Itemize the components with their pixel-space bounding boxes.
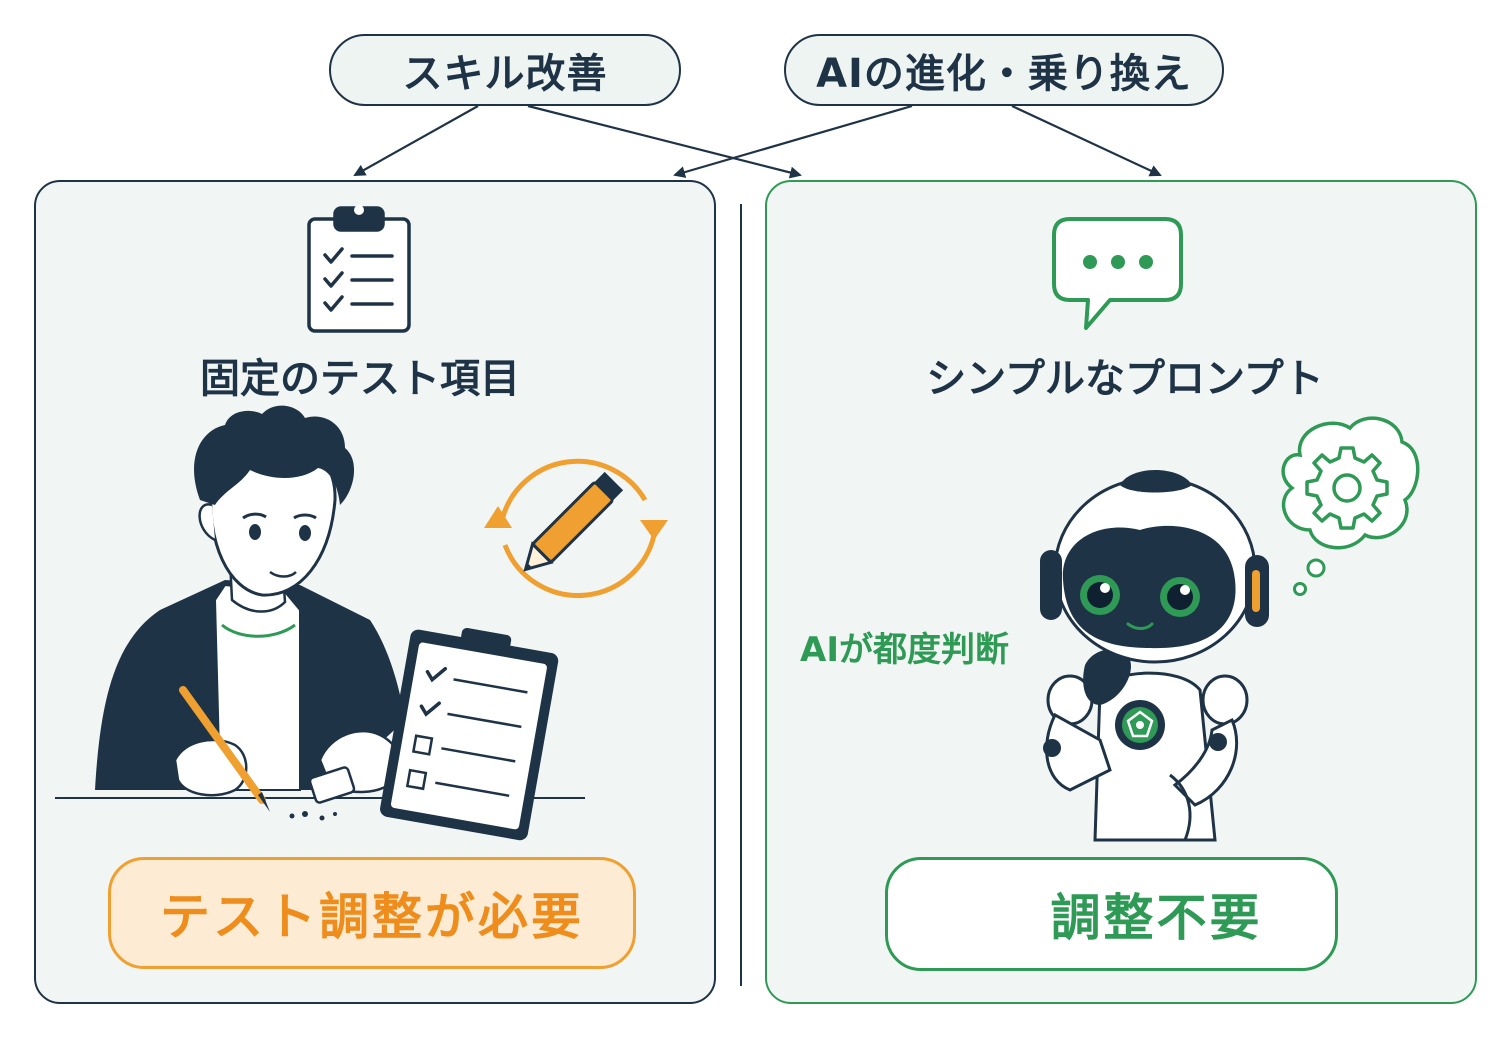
ai-evolution-label: AIの進化・乗り換え xyxy=(784,34,1224,106)
arrow-skill-to-right xyxy=(527,104,802,179)
ai-judges-each-time-label: AIが都度判断 xyxy=(800,630,1009,670)
arrow-ai-to-right xyxy=(1011,105,1162,177)
gear-thought-icon xyxy=(1281,416,1420,596)
simple-prompt-heading: シンプルなプロンプト xyxy=(926,356,1324,402)
clipboard-checklist-icon xyxy=(307,205,411,333)
person-editing-icon xyxy=(55,405,585,841)
speech-bubble-icon xyxy=(1052,217,1183,330)
skill-improvement-label: スキル改善 xyxy=(329,34,681,106)
center-divider xyxy=(740,204,742,986)
test-adjustment-required-badge: テスト調整が必要 xyxy=(108,857,636,969)
pencil-cycle-icon xyxy=(484,458,668,599)
robot-icon xyxy=(1040,470,1269,842)
no-adjustment-needed-badge: 調整不要 xyxy=(885,857,1338,971)
arrow-ai-to-left xyxy=(673,104,913,178)
fixed-test-items-heading: 固定のテスト項目 xyxy=(200,356,520,402)
arrow-skill-to-left xyxy=(353,105,479,176)
